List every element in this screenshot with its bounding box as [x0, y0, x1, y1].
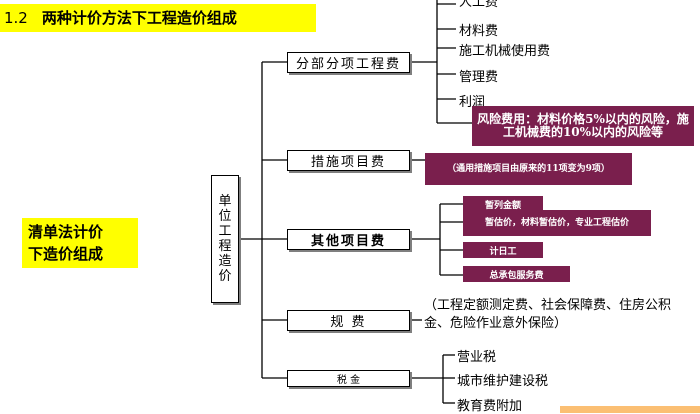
- slide-title: 1.2 两种计价方法下工程造价组成: [0, 4, 316, 32]
- node-other: 其他项目费: [287, 229, 410, 250]
- item-daywork: 计日工: [463, 242, 543, 258]
- side-label: 清单法计价 下造价组成: [22, 218, 138, 268]
- item-contractor-service: 总承包服务费: [463, 266, 570, 282]
- leaf-material: 材料费: [459, 24, 499, 39]
- decorative-accent-bar: [560, 406, 700, 413]
- measures-note: （通用措施项目由原来的11项变为9项）: [425, 153, 632, 185]
- root-node: 单位工程造价: [211, 175, 239, 303]
- node-measures: 措施项目费: [287, 150, 410, 171]
- section-number: 1.2: [4, 9, 28, 27]
- node-other-label: 其他项目费: [310, 234, 386, 249]
- fees-note: （工程定额测定费、社会保障费、住房公积金、危险作业意外保险）: [424, 298, 672, 331]
- node-partial-works: 分部分项工程费: [287, 52, 410, 73]
- side-label-line1: 清单法计价: [28, 223, 104, 241]
- node-measures-label: 措施项目费: [310, 155, 386, 170]
- leaf-labor: 人工费: [459, 0, 499, 10]
- node-tax: 税 金: [287, 370, 410, 387]
- node-fees: 规 费: [287, 310, 410, 331]
- title-text: 两种计价方法下工程造价组成: [41, 9, 237, 27]
- leaf-business-tax: 营业税: [457, 350, 497, 365]
- item-provisional-sum: 暂列金额: [463, 196, 543, 212]
- leaf-education-surcharge: 教育费附加: [457, 399, 523, 414]
- node-fees-label: 规 费: [330, 315, 367, 330]
- node-tax-label: 税 金: [336, 375, 361, 386]
- leaf-management: 管理费: [459, 70, 499, 85]
- side-label-line2: 下造价组成: [28, 245, 104, 263]
- node-partial-works-label: 分部分项工程费: [295, 57, 401, 72]
- risk-note: 风险费用：材料价格5%以内的风险，施工机械费的10%以内的风险等: [472, 106, 694, 146]
- item-estimated-price: 暂估价，材料暂估价，专业工程估价: [463, 210, 651, 236]
- leaf-machinery: 施工机械使用费: [459, 44, 551, 59]
- root-label: 单位工程造价: [218, 194, 232, 284]
- leaf-city-tax: 城市维护建设税: [457, 374, 549, 389]
